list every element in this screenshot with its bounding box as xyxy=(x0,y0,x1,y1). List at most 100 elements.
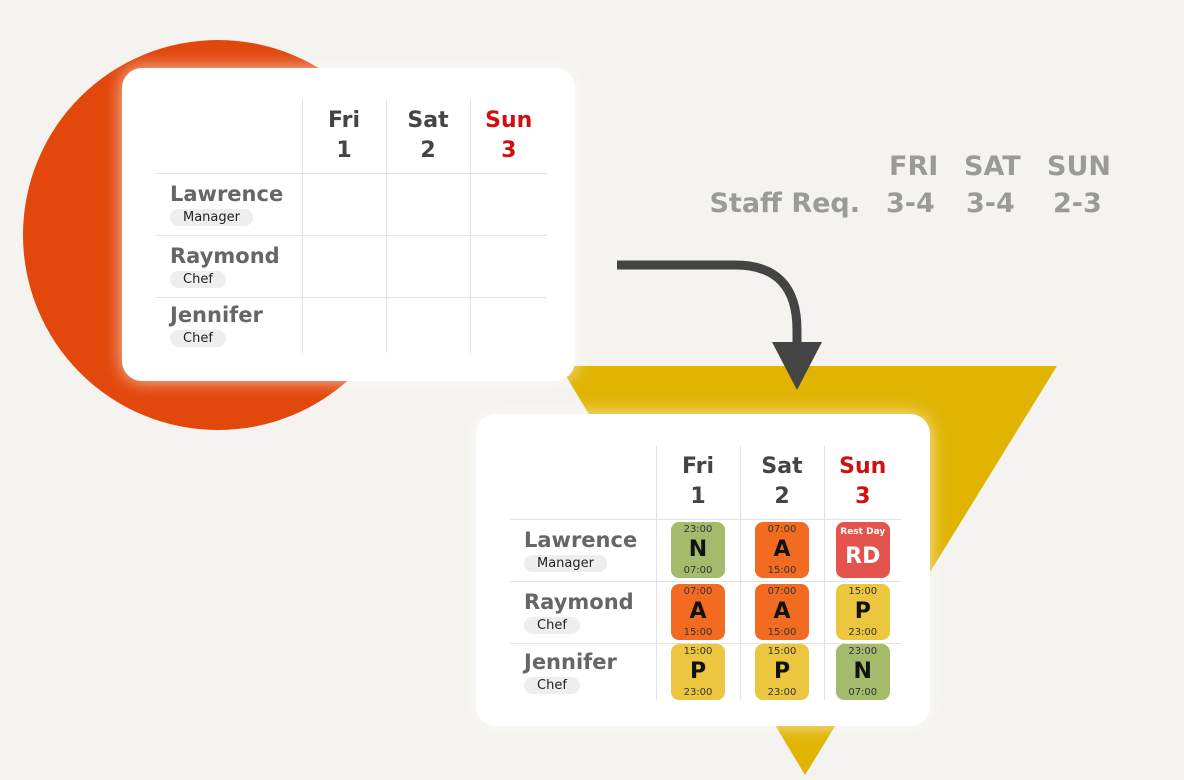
schedule-cell-empty[interactable] xyxy=(385,234,470,297)
schedule-cell-empty[interactable] xyxy=(469,172,547,235)
req-value-sun: 2-3 xyxy=(1053,188,1102,219)
schedule-cell-empty[interactable] xyxy=(469,296,547,353)
corner-cell xyxy=(156,100,302,173)
day-date: 3 xyxy=(855,484,871,510)
shift-code: A xyxy=(773,537,791,562)
day-header: Sun 3 xyxy=(469,100,547,173)
arrow-line xyxy=(617,260,802,345)
shift-end: 15:00 xyxy=(767,565,797,576)
schedule-cell-empty[interactable] xyxy=(301,234,386,297)
shift-start: Rest Day xyxy=(840,527,886,537)
staff-name: Jennifer xyxy=(170,303,263,328)
shift-start: 07:00 xyxy=(683,586,713,597)
day-header: Sat 2 xyxy=(739,446,824,519)
shift-code: N xyxy=(688,537,708,562)
shift-code: A xyxy=(773,599,791,624)
day-header: Sun 3 xyxy=(823,446,901,519)
day-date: 1 xyxy=(690,484,706,510)
staff-name: Jennifer xyxy=(524,649,617,674)
shift-end: 07:00 xyxy=(848,686,878,698)
req-day-fri: FRI xyxy=(889,151,939,182)
day-name: Fri xyxy=(327,108,360,134)
day-name: Fri xyxy=(681,454,714,480)
day-date: 3 xyxy=(501,138,517,164)
shift-end: 23:00 xyxy=(848,627,878,638)
shift-code: A xyxy=(689,599,707,624)
shift-end: 07:00 xyxy=(683,565,713,576)
day-name: Sun xyxy=(485,108,533,134)
corner-cell xyxy=(510,446,656,519)
arrow-head-icon xyxy=(772,342,822,390)
shift-end: 23:00 xyxy=(683,686,713,698)
day-date: 2 xyxy=(774,484,790,510)
staff-name: Lawrence xyxy=(170,182,284,206)
schedule-cell-empty[interactable] xyxy=(469,234,547,297)
staff-req-label: Staff Req. xyxy=(709,188,860,219)
shift-start: 07:00 xyxy=(767,524,797,535)
staff-name: Raymond xyxy=(170,244,280,268)
schedule-cell-empty[interactable] xyxy=(385,172,470,235)
day-name: Sat xyxy=(761,454,803,480)
shift-start: 15:00 xyxy=(848,586,878,597)
req-value-sat: 3-4 xyxy=(966,188,1015,219)
schedule-cell-empty[interactable] xyxy=(301,296,386,353)
shift-code: N xyxy=(853,658,872,684)
shift-code: P xyxy=(689,658,707,684)
day-date: 2 xyxy=(420,138,436,164)
shift-code: P xyxy=(854,599,871,624)
shift-start: 07:00 xyxy=(767,586,797,597)
staff-name: Lawrence xyxy=(524,528,638,552)
day-date: 1 xyxy=(336,138,352,164)
req-day-sun: SUN xyxy=(1047,151,1111,182)
day-header: Fri 1 xyxy=(655,446,740,519)
role-badge: Manager xyxy=(170,209,253,226)
day-name: Sun xyxy=(839,454,887,480)
role-badge: Chef xyxy=(170,330,226,348)
shift-start: 15:00 xyxy=(767,645,797,657)
shift-end: 15:00 xyxy=(683,627,713,638)
role-badge: Manager xyxy=(524,555,607,572)
staff-name: Raymond xyxy=(524,590,634,614)
schedule-cell-empty[interactable] xyxy=(385,296,470,353)
shift-code: P xyxy=(773,658,791,684)
shift-start: 23:00 xyxy=(683,524,713,535)
schedule-cell-empty[interactable] xyxy=(301,172,386,235)
req-value-fri: 3-4 xyxy=(886,188,935,219)
shift-end: 23:00 xyxy=(767,686,797,698)
shift-start: 15:00 xyxy=(683,645,713,657)
shift-start: 23:00 xyxy=(848,645,878,657)
shift-code: RD xyxy=(845,544,881,569)
